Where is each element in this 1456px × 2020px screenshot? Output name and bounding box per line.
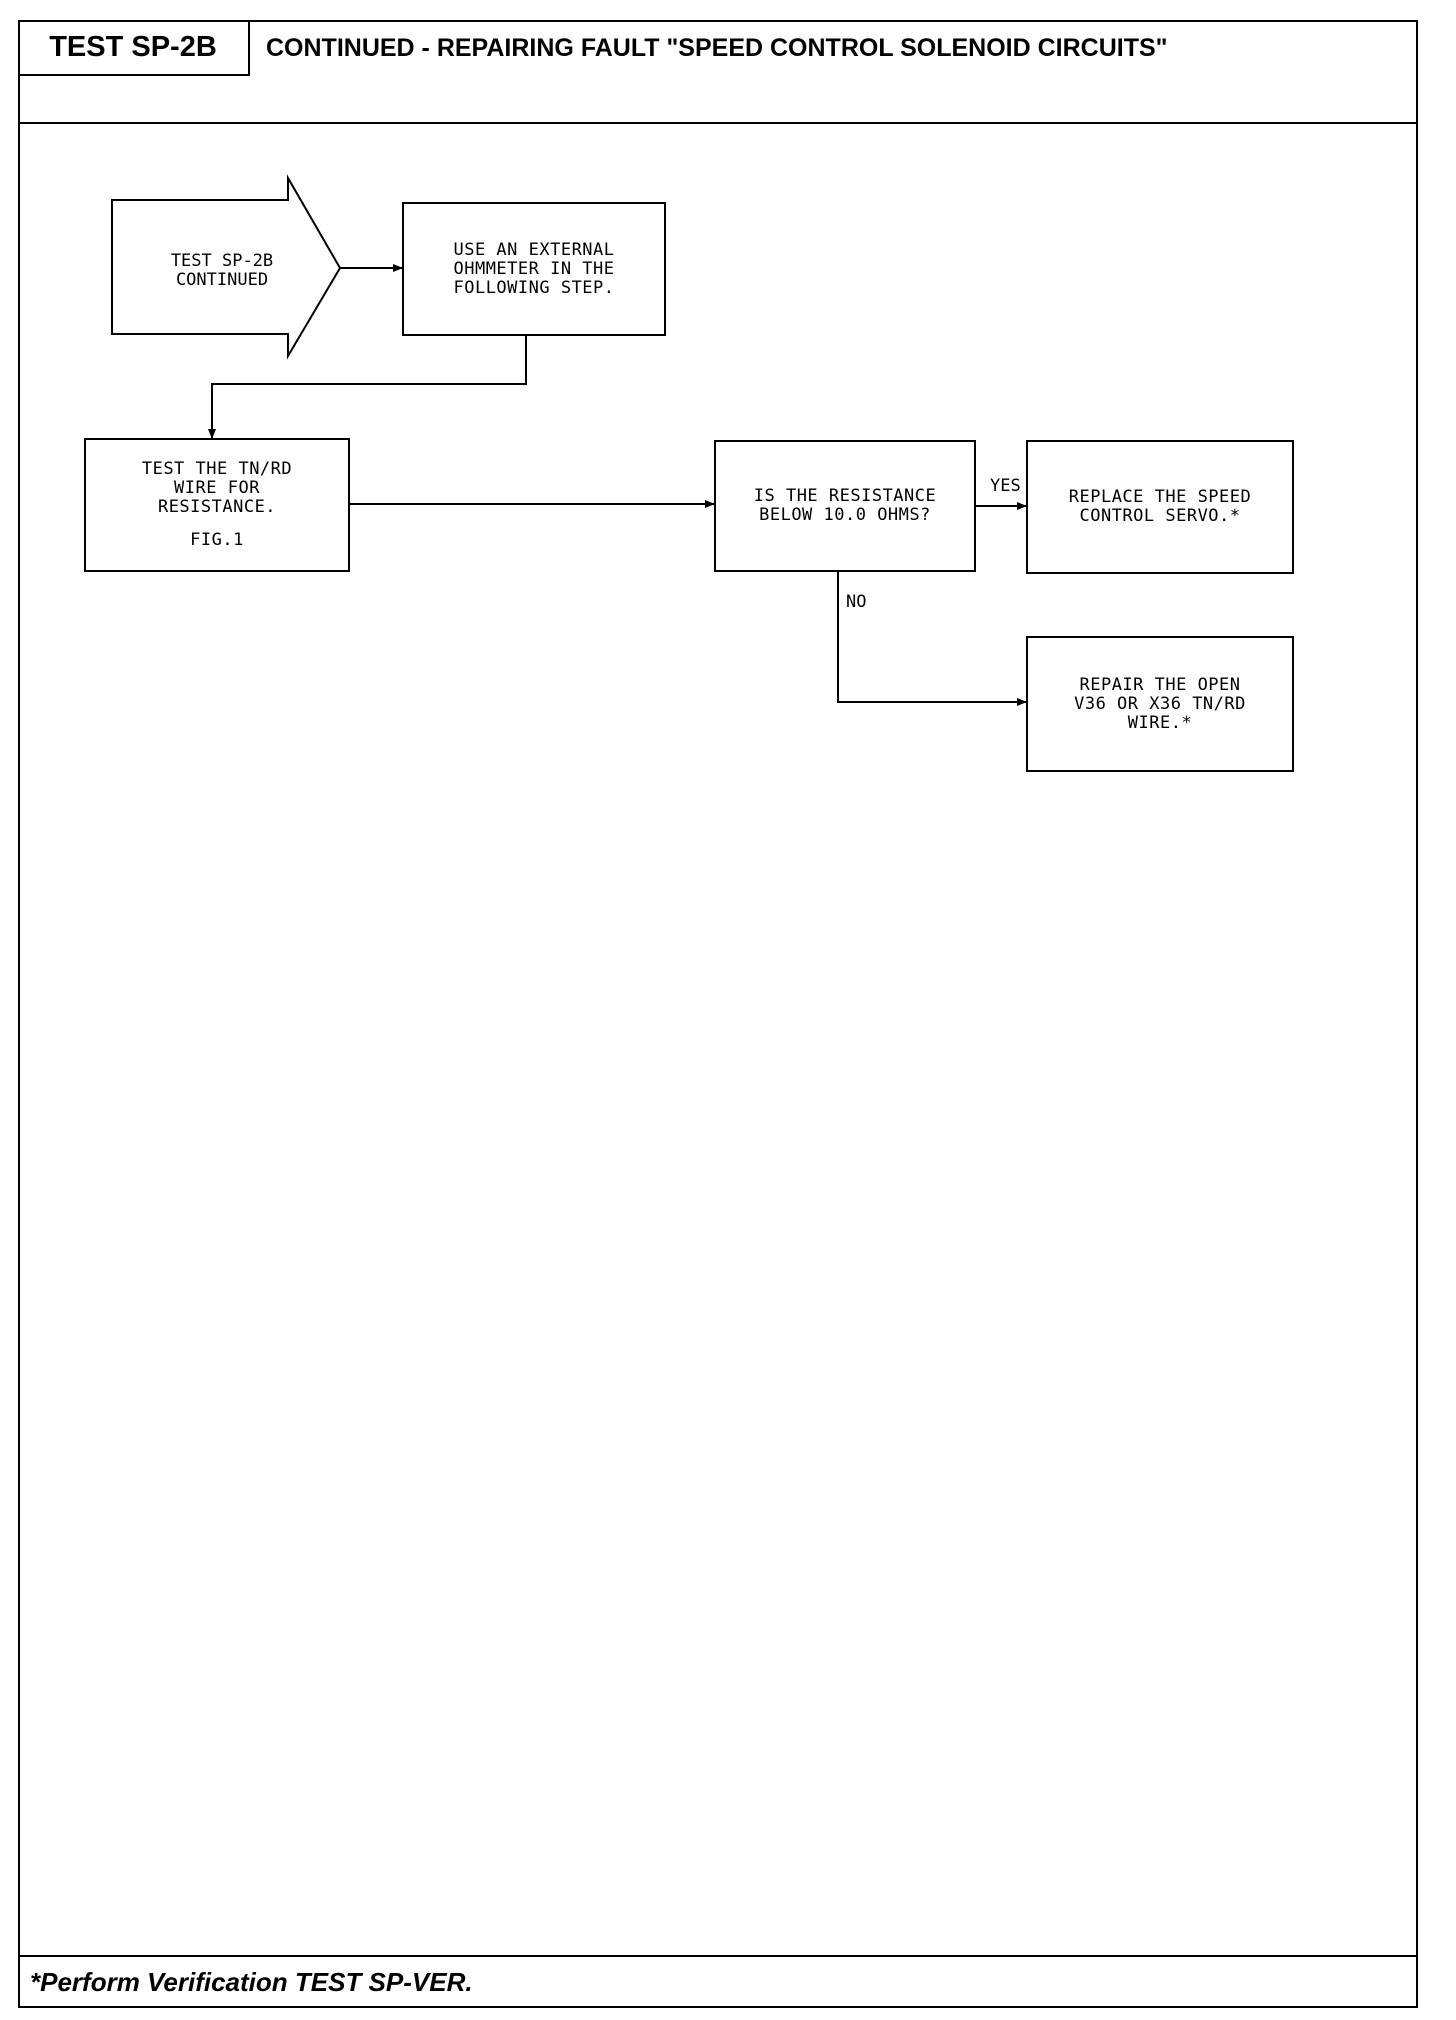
start-label-line: TEST SP-2B	[170, 251, 274, 271]
box-line: RESISTANCE.	[157, 497, 277, 517]
box-line: REPLACE THE SPEED	[1068, 487, 1252, 507]
box-line: CONTROL SERVO.*	[1079, 506, 1241, 526]
box-line: TEST THE TN/RD	[141, 459, 293, 479]
box-line: BELOW 10.0 OHMS?	[759, 505, 931, 525]
box-line: OHMMETER IN THE	[453, 258, 615, 279]
step-test-wire-box: TEST THE TN/RD WIRE FOR RESISTANCE. FIG.…	[84, 438, 350, 572]
label-no: NO	[846, 592, 867, 612]
box-line: USE AN EXTERNAL	[453, 239, 615, 260]
label-yes: YES	[990, 476, 1021, 496]
test-id-label: TEST SP-2B	[18, 20, 250, 76]
page-header: TEST SP-2B CONTINUED - REPAIRING FAULT "…	[18, 20, 1418, 124]
box-line: REPAIR THE OPEN	[1079, 674, 1241, 695]
box-line: V36 OR X36 TN/RD	[1074, 693, 1246, 714]
box-line: WIRE FOR	[174, 478, 260, 498]
result-replace-servo-box: REPLACE THE SPEED CONTROL SERVO.*	[1026, 440, 1294, 574]
connector-ohmmeter-to-test-wire	[208, 336, 527, 439]
page-footer: *Perform Verification TEST SP-VER.	[18, 1955, 1418, 2008]
start-arrow-shape	[111, 174, 342, 360]
verification-note: *Perform Verification TEST SP-VER.	[30, 1967, 473, 1997]
figure-reference: FIG.1	[190, 530, 244, 550]
step-use-ohmmeter-box: USE AN EXTERNAL OHMMETER IN THE FOLLOWIN…	[402, 202, 666, 336]
connector-decision-no	[837, 572, 1027, 706]
page-title: CONTINUED - REPAIRING FAULT "SPEED CONTR…	[266, 33, 1168, 62]
box-line: FOLLOWING STEP.	[453, 277, 615, 298]
start-label: TEST SP-2B CONTINUED	[132, 252, 312, 290]
result-repair-wire-box: REPAIR THE OPEN V36 OR X36 TN/RD WIRE.*	[1026, 636, 1294, 772]
box-line: WIRE.*	[1127, 712, 1193, 733]
page-frame	[18, 20, 1418, 2008]
box-line: IS THE RESISTANCE	[753, 486, 937, 506]
decision-resistance-box: IS THE RESISTANCE BELOW 10.0 OHMS?	[714, 440, 976, 572]
start-label-line: CONTINUED	[175, 270, 269, 290]
